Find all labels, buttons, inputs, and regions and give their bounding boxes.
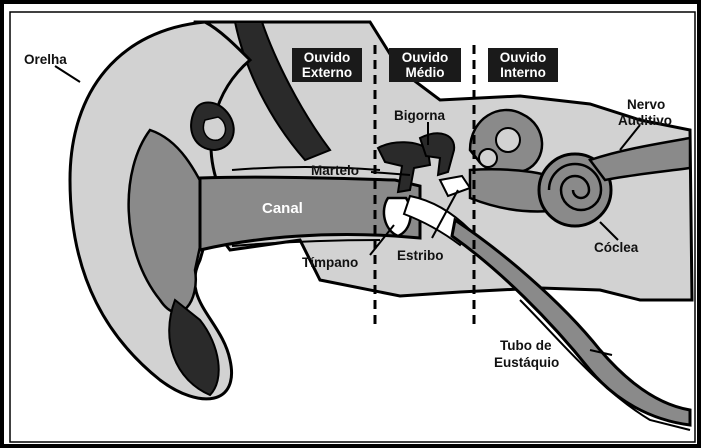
section-medio-line2: Médio <box>406 65 445 80</box>
label-nervo-line1: Nervo <box>627 97 665 112</box>
label-coclea: Cóclea <box>594 240 639 255</box>
label-timpano: Tímpano <box>302 255 358 270</box>
label-estribo: Estribo <box>397 248 444 263</box>
label-martelo: Martelo <box>311 163 359 178</box>
section-medio-line1: Ouvido <box>402 50 449 65</box>
section-interno-line1: Ouvido <box>500 50 547 65</box>
semicircular-loop-2 <box>479 149 497 167</box>
section-header-medio: Ouvido Médio <box>389 48 461 82</box>
section-externo-line2: Externo <box>302 65 352 80</box>
section-header-interno: Ouvido Interno <box>488 48 558 82</box>
label-canal: Canal <box>262 200 303 217</box>
label-orelha: Orelha <box>24 52 67 67</box>
semicircular-loop-1 <box>496 128 520 152</box>
section-header-externo: Ouvido Externo <box>292 48 362 82</box>
label-tubo-line2: Eustáquio <box>494 355 559 370</box>
label-bigorna: Bigorna <box>394 108 445 123</box>
label-tubo-line1: Tubo de <box>500 338 552 353</box>
section-externo-line1: Ouvido <box>304 50 351 65</box>
concha-detail-inner <box>203 117 225 140</box>
section-interno-line2: Interno <box>500 65 546 80</box>
label-nervo-line2: Auditivo <box>618 113 672 128</box>
